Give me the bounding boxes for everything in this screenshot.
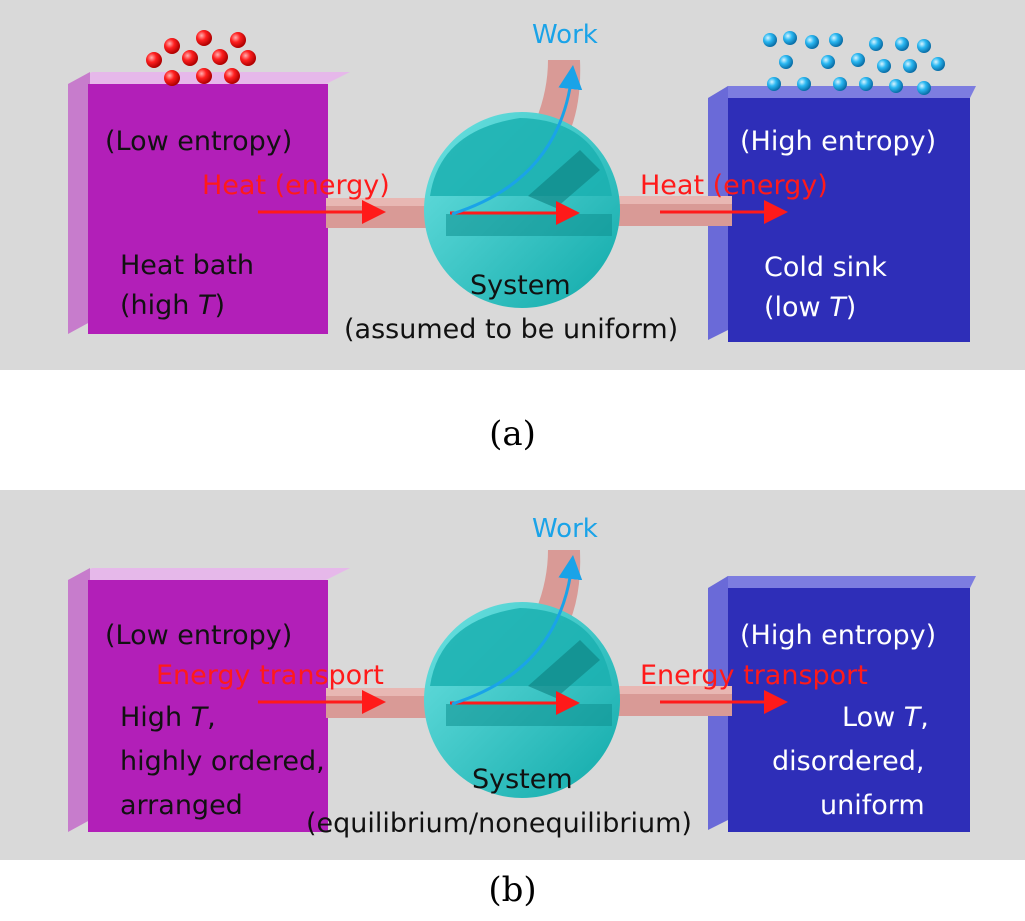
cold-particle	[869, 37, 883, 51]
work-label: Work	[532, 20, 598, 50]
hot-particle	[240, 50, 256, 66]
hot-particles	[146, 30, 256, 86]
cold-particle	[767, 77, 781, 91]
hot-reservoir-temperature: High T,	[120, 702, 216, 733]
hot-particle	[230, 32, 246, 48]
cold-reservoir-name: Cold sink	[764, 252, 887, 283]
hot-reservoir-box	[68, 72, 350, 334]
system-sphere	[424, 112, 620, 308]
engine-diagram-a	[68, 30, 976, 342]
low-entropy-label: (Low entropy)	[105, 126, 293, 157]
cold-reservoir-order: disordered,	[772, 746, 925, 777]
cold-particle	[895, 37, 909, 51]
system-label: System	[470, 270, 571, 301]
high-entropy-label: (High entropy)	[740, 126, 937, 157]
energy-flow-label-right: Energy transport	[640, 660, 868, 691]
hot-reservoir-order: highly ordered,	[120, 746, 325, 777]
cold-particle	[833, 77, 847, 91]
hot-particle	[224, 68, 240, 84]
hot-particle	[196, 30, 212, 46]
cold-particle	[851, 53, 865, 67]
hot-particle	[182, 50, 198, 66]
work-arrow	[451, 555, 583, 706]
cold-particle	[829, 33, 843, 47]
engine-diagram-b	[68, 550, 976, 832]
cold-particle	[917, 81, 931, 95]
work-label: Work	[532, 514, 598, 544]
caption-b: (b)	[488, 870, 537, 910]
hot-particle	[146, 52, 162, 68]
hot-particle	[164, 70, 180, 86]
cold-particle	[805, 35, 819, 49]
cold-particle	[821, 55, 835, 69]
cold-particle	[877, 59, 891, 73]
panel-a: Work (Low entropy) (High entropy) Heat (…	[0, 0, 1025, 370]
cold-particle	[859, 77, 873, 91]
panel-b: Work (Low entropy) (High entropy) Energy…	[0, 490, 1025, 860]
low-entropy-label: (Low entropy)	[105, 620, 293, 651]
cold-reservoir-uniformity: uniform	[820, 790, 925, 821]
hot-reservoir-arrangement: arranged	[120, 790, 243, 821]
hot-particle	[212, 49, 228, 65]
heat-flow-label-left: Heat (energy)	[202, 170, 390, 201]
high-entropy-label: (High entropy)	[740, 620, 937, 651]
hot-reservoir-name: Heat bath	[120, 250, 255, 281]
heat-flow-label-right: Heat (energy)	[640, 170, 828, 201]
cold-particle	[889, 79, 903, 93]
cold-reservoir-temperature: (low T)	[764, 292, 857, 323]
cold-particle	[931, 57, 945, 71]
cold-particle	[783, 31, 797, 45]
cold-particles	[763, 31, 945, 95]
cold-particle	[797, 77, 811, 91]
cold-reservoir-temperature: Low T,	[842, 702, 929, 733]
system-description: (assumed to be uniform)	[344, 314, 679, 345]
cold-particle	[763, 33, 777, 47]
hot-reservoir-temperature: (high T)	[120, 290, 226, 321]
hot-particle	[196, 68, 212, 84]
cold-particle	[903, 59, 917, 73]
hot-particle	[164, 38, 180, 54]
work-arrow	[451, 65, 583, 216]
system-label: System	[472, 764, 573, 795]
caption-a: (a)	[489, 414, 536, 454]
system-description: (equilibrium/nonequilibrium)	[306, 808, 692, 839]
energy-flow-label-left: Energy transport	[156, 660, 384, 691]
cold-particle	[779, 55, 793, 69]
cold-particle	[917, 39, 931, 53]
hot-reservoir-box	[68, 568, 350, 832]
